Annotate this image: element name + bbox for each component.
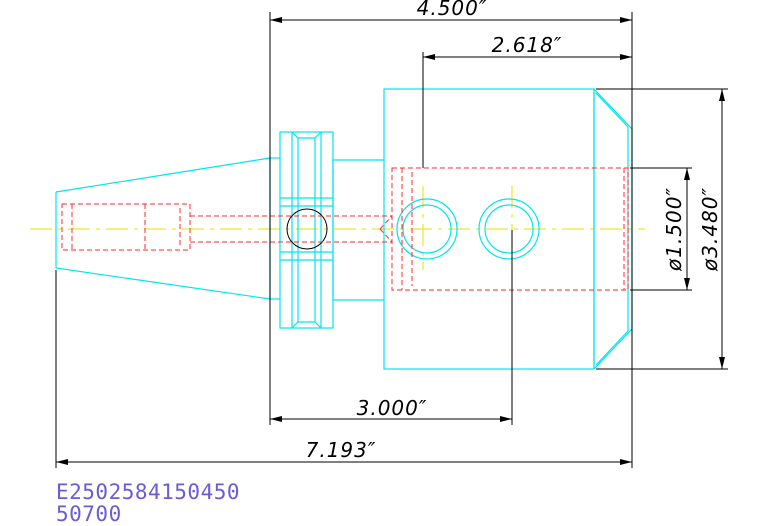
centerline [30, 186, 645, 270]
dim-gauge-to-hole: 3.000″ [357, 396, 428, 420]
dimension-arrows [56, 17, 725, 465]
dim-bore-diameter: ø1.500″ [662, 187, 686, 272]
dim-overall-length: 7.193″ [306, 438, 377, 462]
dim-bore-depth: 2.618″ [492, 33, 563, 57]
dim-gauge-to-end: 4.500″ [417, 0, 488, 20]
hidden-lines [61, 167, 629, 291]
drawbar-hole [286, 208, 328, 250]
part-code: 50700 [56, 502, 122, 526]
part-number: E2502584150450 [56, 480, 241, 504]
dimension-lines [55, 12, 728, 468]
dim-body-diameter: ø3.480″ [698, 187, 722, 272]
